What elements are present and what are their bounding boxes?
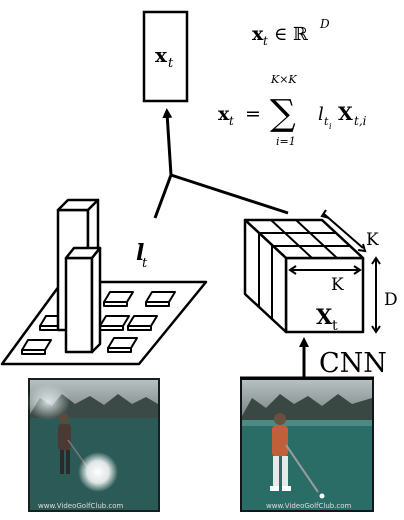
attention-spotlight: [78, 452, 118, 492]
eq2-term-X: X: [338, 103, 353, 125]
eq1-lhs-sub: t: [263, 34, 268, 48]
feature-cube: [243, 218, 365, 334]
output-box-subscript: t: [168, 56, 174, 71]
eq1-lhs-var: x: [252, 23, 264, 45]
combine-arrow: [153, 108, 289, 219]
cnn-label: CNN: [319, 348, 387, 379]
eq2-sum-lower: i=1: [276, 135, 296, 148]
cube-front-sub: t: [332, 318, 338, 334]
eq2-sum-upper: K×K: [270, 73, 297, 86]
dim-k-side-label: K: [366, 230, 379, 250]
output-arrow-shaft: [162, 108, 173, 176]
cube-grid-lines: [258, 219, 349, 320]
eq2-lhs-var: x: [218, 103, 230, 125]
attention-overlay-photo: www.VideoGolfClub.com: [26, 378, 160, 512]
eq2-term-l-sub: t: [324, 115, 329, 128]
dim-k-side-line: [323, 213, 364, 249]
dim-k-front-label: K: [331, 275, 344, 295]
eq2-sum-symbol: ∑: [270, 93, 296, 134]
feature-branch-line: [170, 173, 289, 215]
eq1-relation: ∈ ℝ: [274, 24, 309, 45]
eq2-term-X-sub: t,i: [354, 114, 367, 128]
eq2-term-l-subsub: i: [329, 122, 332, 131]
eq2-lhs-sub: t: [229, 114, 234, 128]
eq1-superscript: D: [319, 17, 330, 31]
equation-weighted-sum: x t = K×K ∑ i=1 l t i X t,i: [218, 73, 367, 148]
attention-map: [0, 198, 208, 366]
attention-cells: [21, 291, 176, 355]
left-photo-caption: www.VideoGolfClub.com: [38, 502, 124, 510]
attention-label-var: l: [136, 240, 144, 266]
output-box-label: x: [155, 43, 168, 67]
eq2-equals: =: [245, 103, 261, 125]
equation-dimension: x t ∈ ℝ D: [252, 17, 330, 48]
cube-dimensions: [288, 209, 381, 334]
output-vector-box: x t: [142, 10, 189, 103]
cube-front-var: X: [316, 304, 333, 329]
attention-bar-front: [64, 246, 102, 354]
attention-label-sub: t: [142, 256, 148, 271]
input-frame-photo: www.VideoGolfClub.com: [240, 378, 374, 512]
eq2-term-l: l: [318, 104, 324, 125]
dim-d-label: D: [384, 290, 398, 310]
right-photo-caption: www.VideoGolfClub.com: [266, 502, 352, 510]
attention-label: l t: [136, 240, 148, 271]
attention-branch-line: [153, 174, 173, 219]
